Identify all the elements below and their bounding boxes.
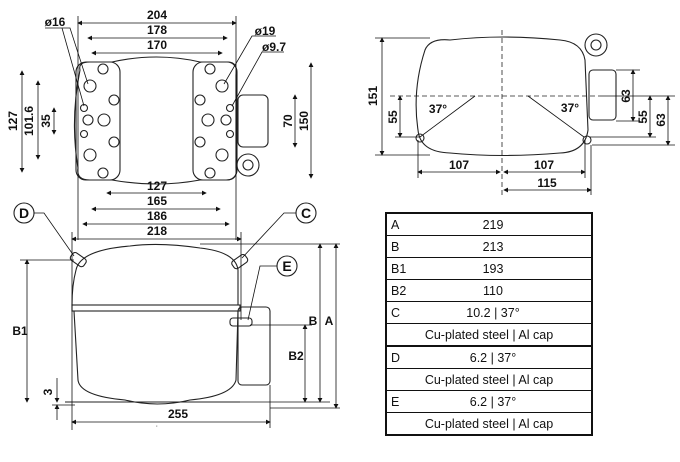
key-cell: B2 [385, 279, 427, 302]
table-row: Cu-plated steel | Al cap [385, 412, 593, 436]
dim-101-6: 101.6 [22, 106, 36, 136]
top-view: 204 178 170 ø16 ø19 ø9.7 127 101.6 35 70… [6, 8, 314, 240]
table-row: Cu-plated steel | Al cap [385, 323, 593, 347]
dim-63-lower: 63 [654, 113, 668, 127]
dim-127-horizontal: 127 [147, 179, 167, 193]
side-view: 151 55 37° 37° 107 107 115 63 55 63 [366, 30, 675, 195]
key-cell: C [385, 301, 427, 324]
dim-55-left: 55 [386, 110, 400, 124]
value-cell: 193 [427, 257, 593, 280]
key-cell: D [385, 345, 427, 369]
label-e: E [282, 258, 291, 274]
dim-255: 255 [168, 407, 188, 421]
dim-218: 218 [147, 224, 167, 238]
dim-150: 150 [297, 111, 311, 131]
material-cell: Cu-plated steel | Al cap [385, 412, 593, 436]
dim-phi16: ø16 [45, 15, 66, 29]
dim-3: 3 [41, 388, 55, 395]
dim-35: 35 [39, 114, 53, 128]
front-view: 218 D C E B1 B2 B A 3 255 [12, 202, 340, 430]
value-cell: 213 [427, 235, 593, 258]
dot-mark: · [156, 424, 158, 430]
value-cell: 10.2 | 37° [427, 301, 593, 324]
material-cell: Cu-plated steel | Al cap [385, 368, 593, 391]
dim-a: A [325, 314, 334, 328]
dim-170: 170 [147, 38, 167, 52]
dim-phi9-7: ø9.7 [262, 40, 286, 54]
dim-186: 186 [147, 209, 167, 223]
value-cell: 6.2 | 37° [427, 345, 593, 369]
angle-left: 37° [429, 102, 447, 116]
dim-151: 151 [366, 86, 380, 106]
value-cell: 110 [427, 279, 593, 302]
dim-107-right: 107 [534, 158, 554, 172]
dim-phi19: ø19 [255, 24, 276, 38]
value-cell: 6.2 | 37° [427, 390, 593, 413]
dim-70: 70 [281, 114, 295, 128]
dim-115: 115 [537, 176, 557, 190]
dim-b2: B2 [288, 349, 304, 363]
dim-178: 178 [147, 23, 167, 37]
key-cell: E [385, 390, 427, 413]
angle-right: 37° [561, 101, 579, 115]
dim-107-left: 107 [449, 158, 469, 172]
dim-127-vertical: 127 [6, 111, 20, 131]
dim-165: 165 [147, 194, 167, 208]
label-d: D [19, 205, 29, 221]
key-cell: B1 [385, 257, 427, 280]
label-c: C [301, 205, 311, 221]
dim-b1: B1 [12, 324, 28, 338]
dim-b: B [309, 314, 318, 328]
key-cell: A [385, 212, 427, 236]
table-row: Cu-plated steel | Al cap [385, 368, 593, 391]
dim-55-right: 55 [636, 110, 650, 124]
value-cell: 219 [427, 212, 593, 236]
dim-63-upper: 63 [619, 89, 633, 103]
material-cell: Cu-plated steel | Al cap [385, 323, 593, 347]
key-cell: B [385, 235, 427, 258]
dim-204: 204 [147, 8, 167, 22]
